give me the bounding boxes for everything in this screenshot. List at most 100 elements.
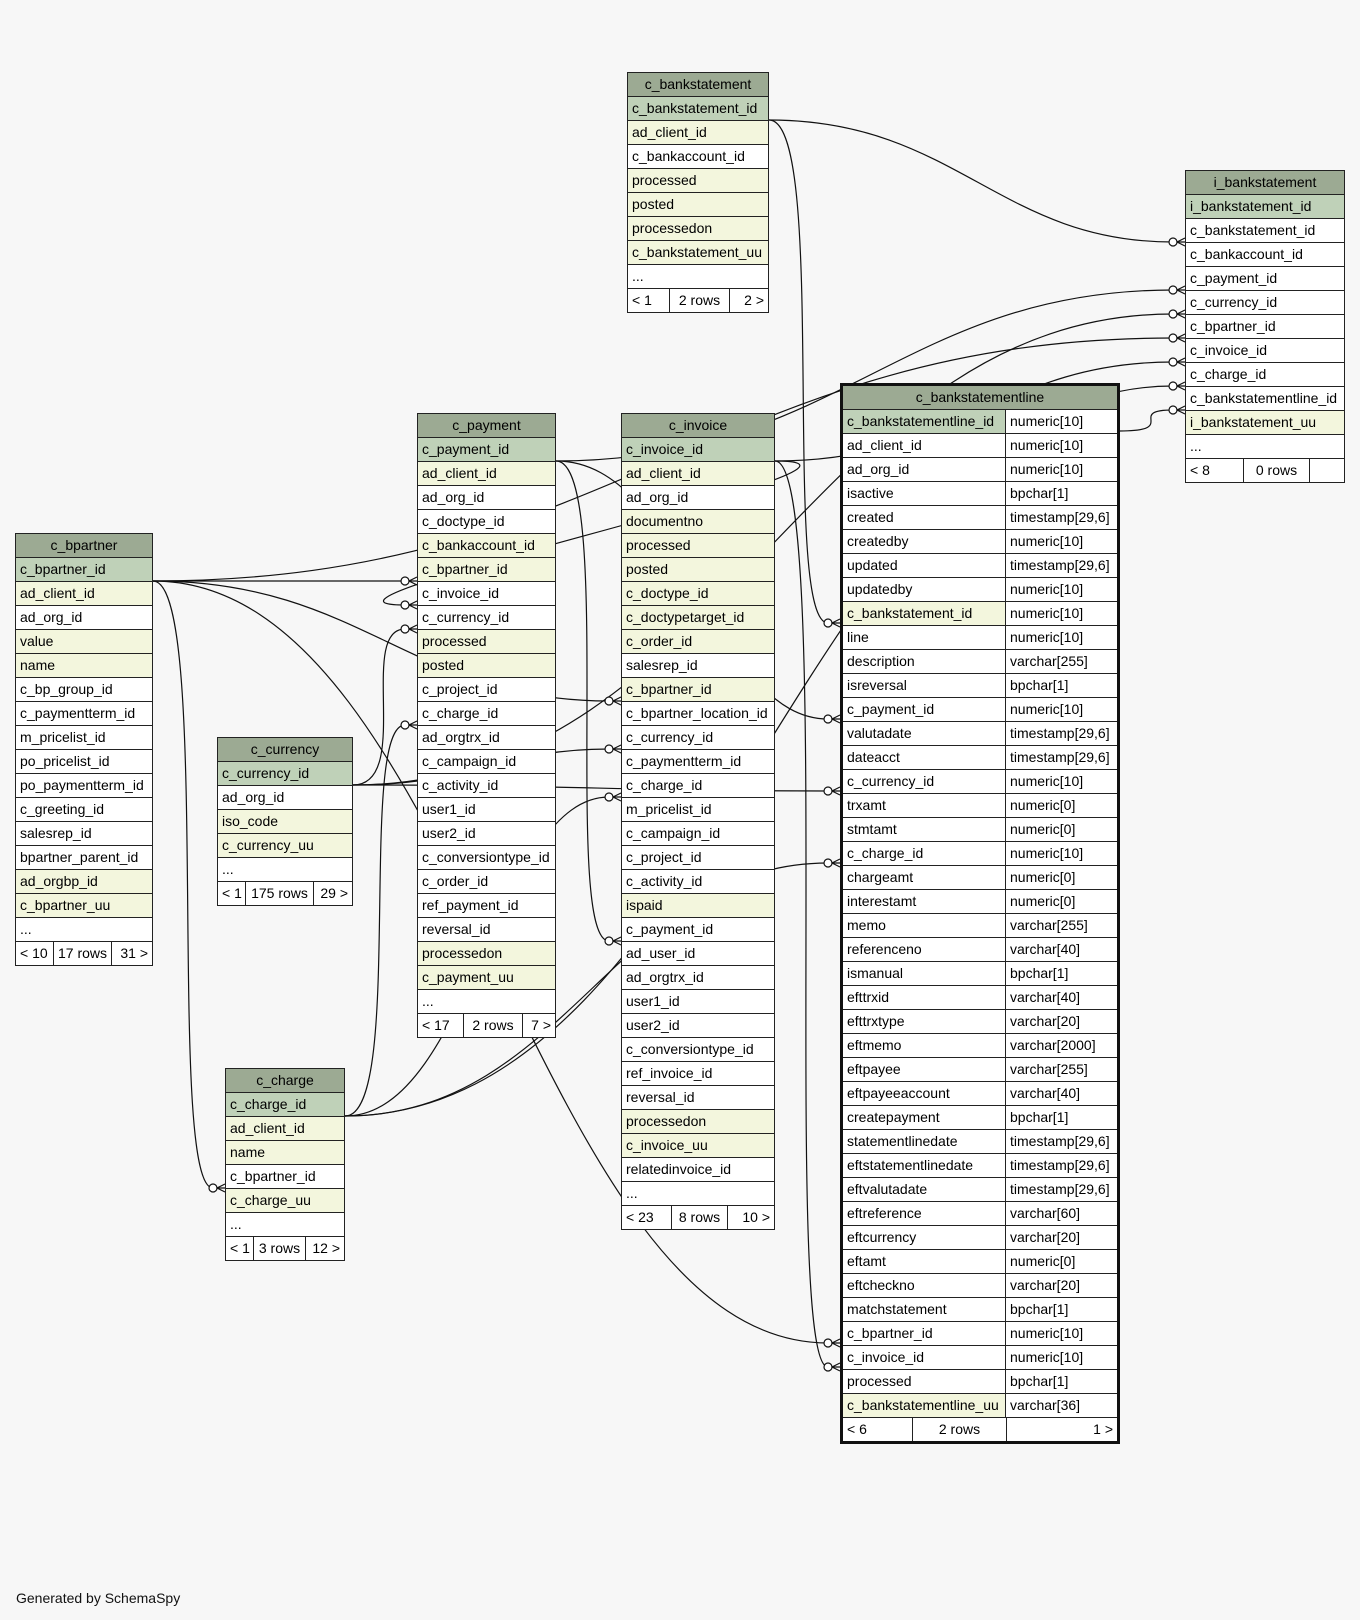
column-row[interactable]: po_paymentterm_id xyxy=(16,774,152,798)
parent-count[interactable]: < 17 xyxy=(418,1014,464,1037)
column-row[interactable]: processed xyxy=(418,630,555,654)
column-row[interactable]: c_charge_id xyxy=(622,774,774,798)
column-row[interactable]: c_bankstatement_id xyxy=(1186,219,1344,243)
column-row[interactable]: c_invoice_id xyxy=(622,438,774,462)
column-row[interactable]: ad_user_id xyxy=(622,942,774,966)
column-row[interactable]: c_bpartner_id xyxy=(226,1165,344,1189)
column-row[interactable]: user2_id xyxy=(622,1014,774,1038)
column-row[interactable]: c_bp_group_id xyxy=(16,678,152,702)
column-row[interactable]: processed xyxy=(622,534,774,558)
column-row[interactable]: c_currency_id xyxy=(622,726,774,750)
column-row[interactable]: c_payment_id xyxy=(418,438,555,462)
column-row[interactable]: ad_client_id xyxy=(622,462,774,486)
column-row[interactable]: m_pricelist_id xyxy=(16,726,152,750)
child-count[interactable]: 12 > xyxy=(312,1240,340,1256)
child-count[interactable] xyxy=(1310,459,1344,482)
column-row[interactable]: c_bpartner_uu xyxy=(16,894,152,918)
child-count[interactable]: 10 > xyxy=(742,1209,770,1225)
parent-count[interactable]: < 10 xyxy=(16,942,54,965)
column-row[interactable]: po_pricelist_id xyxy=(16,750,152,774)
child-count[interactable]: 31 > xyxy=(120,945,148,961)
column-row[interactable]: user1_id xyxy=(622,990,774,1014)
column-row[interactable]: c_charge_id xyxy=(418,702,555,726)
column-row[interactable]: ad_client_id xyxy=(16,582,152,606)
column-row[interactable]: ad_client_id xyxy=(418,462,555,486)
column-row[interactable]: c_payment_id xyxy=(1186,267,1344,291)
column-row[interactable]: m_pricelist_id xyxy=(622,798,774,822)
column-row[interactable]: c_charge_id xyxy=(1186,363,1344,387)
more-columns[interactable]: ... xyxy=(1186,435,1344,459)
column-row[interactable]: c_order_id xyxy=(418,870,555,894)
column-row[interactable]: c_paymentterm_id xyxy=(622,750,774,774)
child-count[interactable]: 1 > xyxy=(1093,1421,1113,1437)
column-row[interactable]: c_doctypetarget_id xyxy=(622,606,774,630)
column-row[interactable]: c_payment_uu xyxy=(418,966,555,990)
column-row[interactable]: c_currency_id xyxy=(1186,291,1344,315)
column-row[interactable]: user2_id xyxy=(418,822,555,846)
column-row[interactable]: ref_invoice_id xyxy=(622,1062,774,1086)
column-row[interactable]: documentno xyxy=(622,510,774,534)
column-row[interactable]: c_bankaccount_id xyxy=(628,145,768,169)
column-row[interactable]: ad_org_id xyxy=(16,606,152,630)
child-count[interactable]: 2 > xyxy=(744,292,764,308)
more-columns[interactable]: ... xyxy=(622,1182,774,1206)
column-row[interactable]: processedon xyxy=(628,217,768,241)
column-row[interactable]: c_bpartner_id xyxy=(622,678,774,702)
more-columns[interactable]: ... xyxy=(16,918,152,942)
column-row[interactable]: processedon xyxy=(418,942,555,966)
column-row[interactable]: bpartner_parent_id xyxy=(16,846,152,870)
more-columns[interactable]: ... xyxy=(226,1213,344,1237)
column-row[interactable]: c_invoice_uu xyxy=(622,1134,774,1158)
column-row[interactable]: c_bankstatement_id xyxy=(628,97,768,121)
column-row[interactable]: reversal_id xyxy=(622,1086,774,1110)
column-row[interactable]: c_bpartner_id xyxy=(16,558,152,582)
column-row[interactable]: posted xyxy=(628,193,768,217)
column-row[interactable]: c_invoice_id xyxy=(1186,339,1344,363)
column-row[interactable]: processed xyxy=(628,169,768,193)
column-row[interactable]: c_bpartner_id xyxy=(1186,315,1344,339)
column-row[interactable]: reversal_id xyxy=(418,918,555,942)
more-columns[interactable]: ... xyxy=(418,990,555,1014)
column-row[interactable]: ad_client_id xyxy=(226,1117,344,1141)
column-row[interactable]: c_charge_uu xyxy=(226,1189,344,1213)
column-row[interactable]: posted xyxy=(418,654,555,678)
parent-count[interactable]: < 6 xyxy=(843,1418,913,1441)
column-row[interactable]: ad_orgtrx_id xyxy=(418,726,555,750)
table-header[interactable]: c_bankstatementline xyxy=(843,386,1117,410)
column-row[interactable]: ispaid xyxy=(622,894,774,918)
column-row[interactable]: c_campaign_id xyxy=(622,822,774,846)
column-row[interactable]: c_conversiontype_id xyxy=(622,1038,774,1062)
column-row[interactable]: c_project_id xyxy=(418,678,555,702)
column-row[interactable]: iso_code xyxy=(218,810,352,834)
column-row[interactable]: salesrep_id xyxy=(622,654,774,678)
column-row[interactable]: ad_org_id xyxy=(218,786,352,810)
table-header[interactable]: c_currency xyxy=(218,738,352,762)
table-header[interactable]: c_invoice xyxy=(622,414,774,438)
table-header[interactable]: c_charge xyxy=(226,1069,344,1093)
parent-count[interactable]: < 23 xyxy=(622,1206,672,1229)
more-columns[interactable]: ... xyxy=(628,265,768,289)
